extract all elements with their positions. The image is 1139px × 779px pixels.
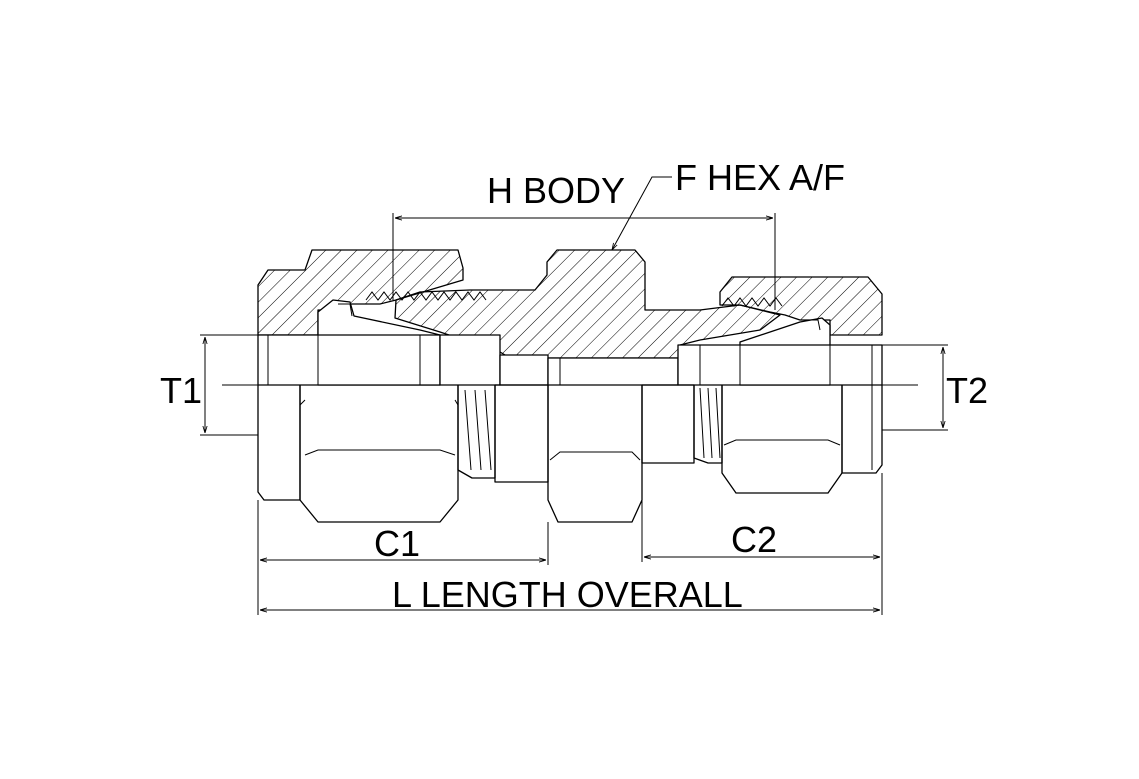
left-tube-upper — [257, 334, 441, 386]
left-nut-hex — [299, 385, 459, 523]
l-overall-label: L LENGTH OVERALL — [392, 574, 743, 615]
right-tube-upper — [677, 344, 883, 386]
f-hex-label: F HEX A/F — [675, 157, 845, 198]
right-nut-hex — [721, 385, 843, 494]
right-nut-section — [719, 276, 883, 336]
c2-label: C2 — [731, 519, 777, 560]
t1-label: T1 — [160, 370, 202, 411]
labels: H BODY F HEX A/F T1 T2 C1 C2 L LENGTH OV… — [160, 157, 988, 615]
lower-exterior — [257, 384, 883, 523]
f-hex-leader — [612, 176, 672, 250]
upper-section — [257, 249, 883, 386]
dimensions — [200, 176, 948, 615]
h-body-label: H BODY — [487, 170, 625, 211]
body-hex-exterior — [547, 385, 643, 523]
left-nut-exterior — [257, 385, 301, 501]
c1-label: C1 — [374, 523, 420, 564]
t2-label: T2 — [946, 370, 988, 411]
